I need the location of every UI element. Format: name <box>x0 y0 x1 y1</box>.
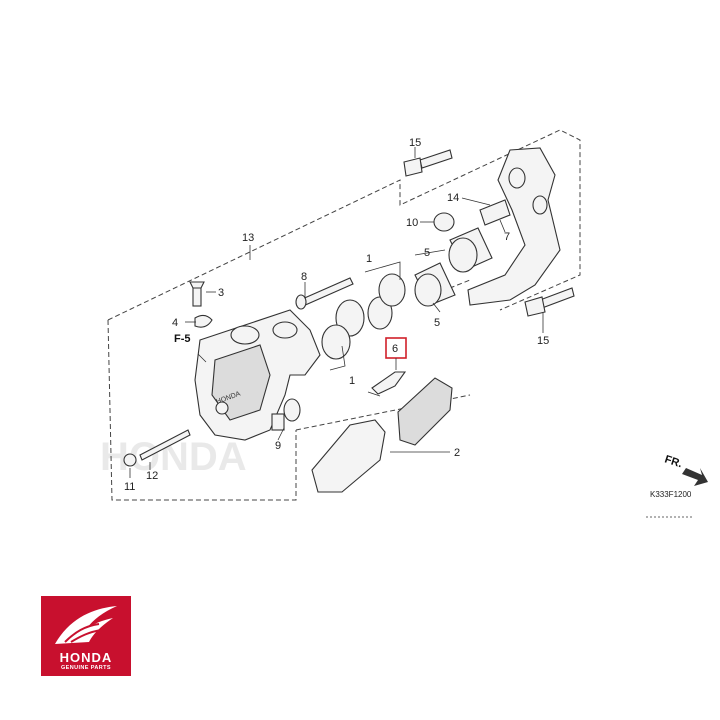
bracket-bolt-top <box>403 149 453 177</box>
callout-2: 2 <box>454 447 460 459</box>
pad-spring <box>367 371 407 397</box>
callout-14: 14 <box>447 192 459 204</box>
piston-seals <box>321 273 406 360</box>
bracket-bolt-bottom <box>524 287 575 317</box>
honda-logo: HONDA GENUINE PARTS <box>41 596 131 676</box>
boot <box>433 212 455 232</box>
callout-6: 6 <box>392 343 398 355</box>
honda-wing-icon <box>55 606 117 644</box>
caliper-bracket <box>467 147 561 306</box>
direction-label: FR. <box>663 453 684 470</box>
callout-3: 3 <box>218 287 224 299</box>
callout-8: 8 <box>301 271 307 283</box>
callout-11: 11 <box>124 481 135 493</box>
callout-9: 9 <box>275 440 281 452</box>
leader-lines <box>129 147 544 478</box>
callouts: 3 4 8 1 1 5 5 10 15 14 7 15 13 9 11 12 2… <box>124 137 549 493</box>
callout-15-bottom: 15 <box>537 335 549 347</box>
callout-1-top: 1 <box>366 253 372 265</box>
direction-indicator: FR. <box>663 453 708 486</box>
callout-13: 13 <box>242 232 254 244</box>
logo-brand: HONDA <box>59 650 113 665</box>
caliper-body: HONDA <box>194 309 321 441</box>
callout-5-bottom: 5 <box>434 317 440 329</box>
spring-rod <box>139 429 191 461</box>
bleeder-screw <box>189 281 205 307</box>
logo-tagline: GENUINE PARTS <box>60 665 112 671</box>
pin-bolt-lower <box>271 398 301 431</box>
pistons <box>414 227 493 307</box>
callout-7: 7 <box>504 231 510 243</box>
figure-code: K333F1200 <box>650 490 692 499</box>
ref-tag: F-5 <box>174 333 191 345</box>
callout-4: 4 <box>172 317 178 329</box>
pin-bolt <box>295 277 354 310</box>
callout-15-top: 15 <box>409 137 421 149</box>
callout-5-top: 5 <box>424 247 430 259</box>
bleeder-cap <box>194 314 213 328</box>
pad-retainer <box>479 199 511 226</box>
callout-10: 10 <box>406 217 418 229</box>
brake-pads <box>311 377 453 493</box>
direction-arrow-icon <box>682 468 708 486</box>
washer <box>123 453 137 467</box>
callout-12: 12 <box>146 470 158 482</box>
callout-1-bottom: 1 <box>349 375 355 387</box>
